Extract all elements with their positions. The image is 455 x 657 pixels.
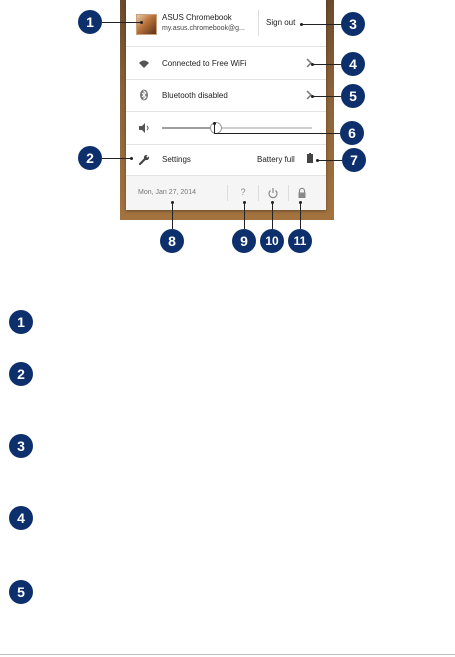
callout-badge-10: 10 <box>260 229 284 253</box>
bluetooth-icon <box>140 89 148 101</box>
leader-dot-5 <box>311 95 314 98</box>
date-label: Mon, Jan 27, 2014 <box>138 189 196 196</box>
leader-line-11 <box>300 203 301 229</box>
leader-line-6-vertical <box>214 124 215 134</box>
callout-badge-2: 2 <box>78 146 102 170</box>
wifi-label: Connected to Free WiFi <box>162 59 247 68</box>
lock-icon[interactable] <box>296 187 308 199</box>
account-name: ASUS Chromebook <box>162 13 232 22</box>
account-avatar <box>136 14 157 35</box>
bluetooth-label: Bluetooth disabled <box>162 91 228 100</box>
battery-icon <box>307 153 313 163</box>
leader-dot-7 <box>316 159 319 162</box>
legend-badge-2: 2 <box>9 362 33 386</box>
status-tray-panel: ASUS Chromebook my.asus.chromebook@g... … <box>126 0 326 210</box>
volume-slider[interactable] <box>162 122 312 134</box>
account-email: my.asus.chromebook@g... <box>162 25 245 32</box>
leader-dot-6 <box>213 122 216 125</box>
callout-badge-4: 4 <box>341 52 365 76</box>
leader-dot-4 <box>311 63 314 66</box>
callout-badge-5: 5 <box>341 84 365 108</box>
leader-dot-11 <box>299 201 302 204</box>
leader-line-4 <box>313 64 341 65</box>
legend-badge-3: 3 <box>9 434 33 458</box>
leader-line-10 <box>272 203 273 229</box>
leader-line-9 <box>244 203 245 229</box>
wrench-icon <box>138 154 150 166</box>
leader-line-6 <box>214 133 340 134</box>
leader-dot-10 <box>271 201 274 204</box>
footer-row: Mon, Jan 27, 2014 ? <box>126 176 326 210</box>
callout-badge-8: 8 <box>160 229 184 253</box>
settings-row[interactable]: Settings Battery full <box>126 145 326 176</box>
leader-line-8 <box>172 203 173 229</box>
callout-badge-7: 7 <box>342 148 366 172</box>
footer-separator <box>227 185 228 201</box>
battery-status: Battery full <box>257 155 295 164</box>
legend-badge-4: 4 <box>9 506 33 530</box>
sign-out-button[interactable]: Sign out <box>266 18 296 27</box>
legend-badge-1: 1 <box>9 310 33 334</box>
legend-badge-5: 5 <box>9 580 33 604</box>
leader-dot-3 <box>300 23 303 26</box>
leader-dot-8 <box>171 201 174 204</box>
leader-line-5 <box>313 96 341 97</box>
help-button[interactable]: ? <box>240 187 246 197</box>
settings-label: Settings <box>162 155 191 164</box>
leader-dot-2 <box>130 157 133 160</box>
footer-separator <box>258 185 259 201</box>
account-row: ASUS Chromebook my.asus.chromebook@g... … <box>126 0 326 47</box>
leader-line-2 <box>102 158 132 159</box>
speaker-icon[interactable] <box>138 122 150 134</box>
callout-badge-9: 9 <box>232 229 256 253</box>
account-divider <box>258 10 259 36</box>
leader-line-7 <box>318 160 342 161</box>
leader-dot-9 <box>243 201 246 204</box>
volume-row <box>126 112 326 145</box>
wifi-row[interactable]: Connected to Free WiFi <box>126 47 326 80</box>
wifi-icon <box>139 60 149 68</box>
leader-line-1 <box>102 22 142 23</box>
power-icon[interactable] <box>267 187 279 199</box>
leader-dot-1 <box>140 21 143 24</box>
footer-separator <box>288 185 289 201</box>
volume-slider-fill <box>162 127 215 129</box>
callout-badge-6: 6 <box>340 121 364 145</box>
leader-line-3 <box>302 24 342 25</box>
page-bottom-rule <box>0 654 455 655</box>
callout-badge-3: 3 <box>341 12 365 36</box>
bluetooth-row[interactable]: Bluetooth disabled <box>126 80 326 112</box>
callout-badge-11: 11 <box>288 229 312 253</box>
callout-badge-1: 1 <box>78 10 102 34</box>
